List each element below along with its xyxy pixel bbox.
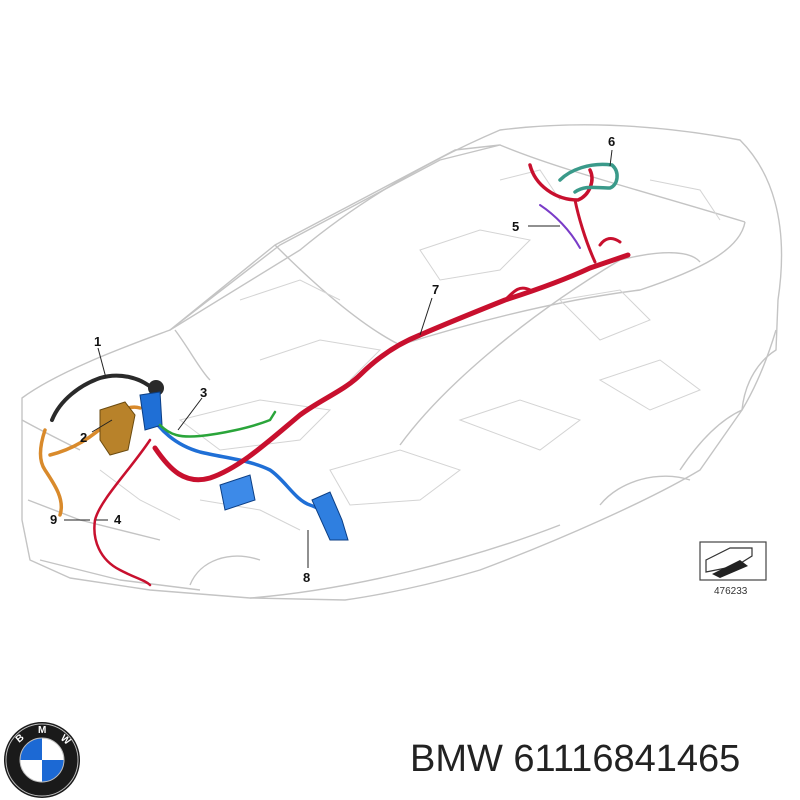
harness-4-red bbox=[93, 438, 152, 587]
callout-8: 8 bbox=[303, 570, 310, 585]
harness-1-black bbox=[50, 373, 154, 422]
harness-8-connector-front bbox=[139, 391, 163, 431]
orientation-icon bbox=[699, 541, 767, 581]
harness-8-end-connector bbox=[311, 491, 349, 541]
callout-5: 5 bbox=[512, 219, 519, 234]
interior-detail bbox=[99, 169, 721, 531]
callout-3: 3 bbox=[200, 385, 207, 400]
harness-5-purple bbox=[539, 204, 581, 249]
callout-9: 9 bbox=[50, 512, 57, 527]
callout-4: 4 bbox=[114, 512, 122, 527]
harness-3-green bbox=[158, 410, 277, 438]
harness-8-module bbox=[219, 474, 256, 511]
harness-6-teal bbox=[558, 162, 619, 194]
part-number-caption: BMW 61116841465 bbox=[410, 738, 741, 780]
harness-7-red-main bbox=[152, 252, 631, 483]
callout-7: 7 bbox=[432, 282, 439, 297]
harness-7-red-branch bbox=[503, 198, 622, 302]
leader-lines bbox=[64, 149, 613, 568]
callout-1: 1 bbox=[94, 334, 101, 349]
callout-6: 6 bbox=[608, 134, 615, 149]
bmw-logo: B M W bbox=[4, 722, 80, 798]
harness-6-red bbox=[528, 163, 594, 202]
car-outline bbox=[21, 124, 783, 601]
svg-text:M: M bbox=[38, 725, 46, 736]
callout-2: 2 bbox=[80, 430, 87, 445]
diagram-reference-number: 476233 bbox=[714, 586, 748, 597]
harness-2-component bbox=[99, 401, 136, 456]
